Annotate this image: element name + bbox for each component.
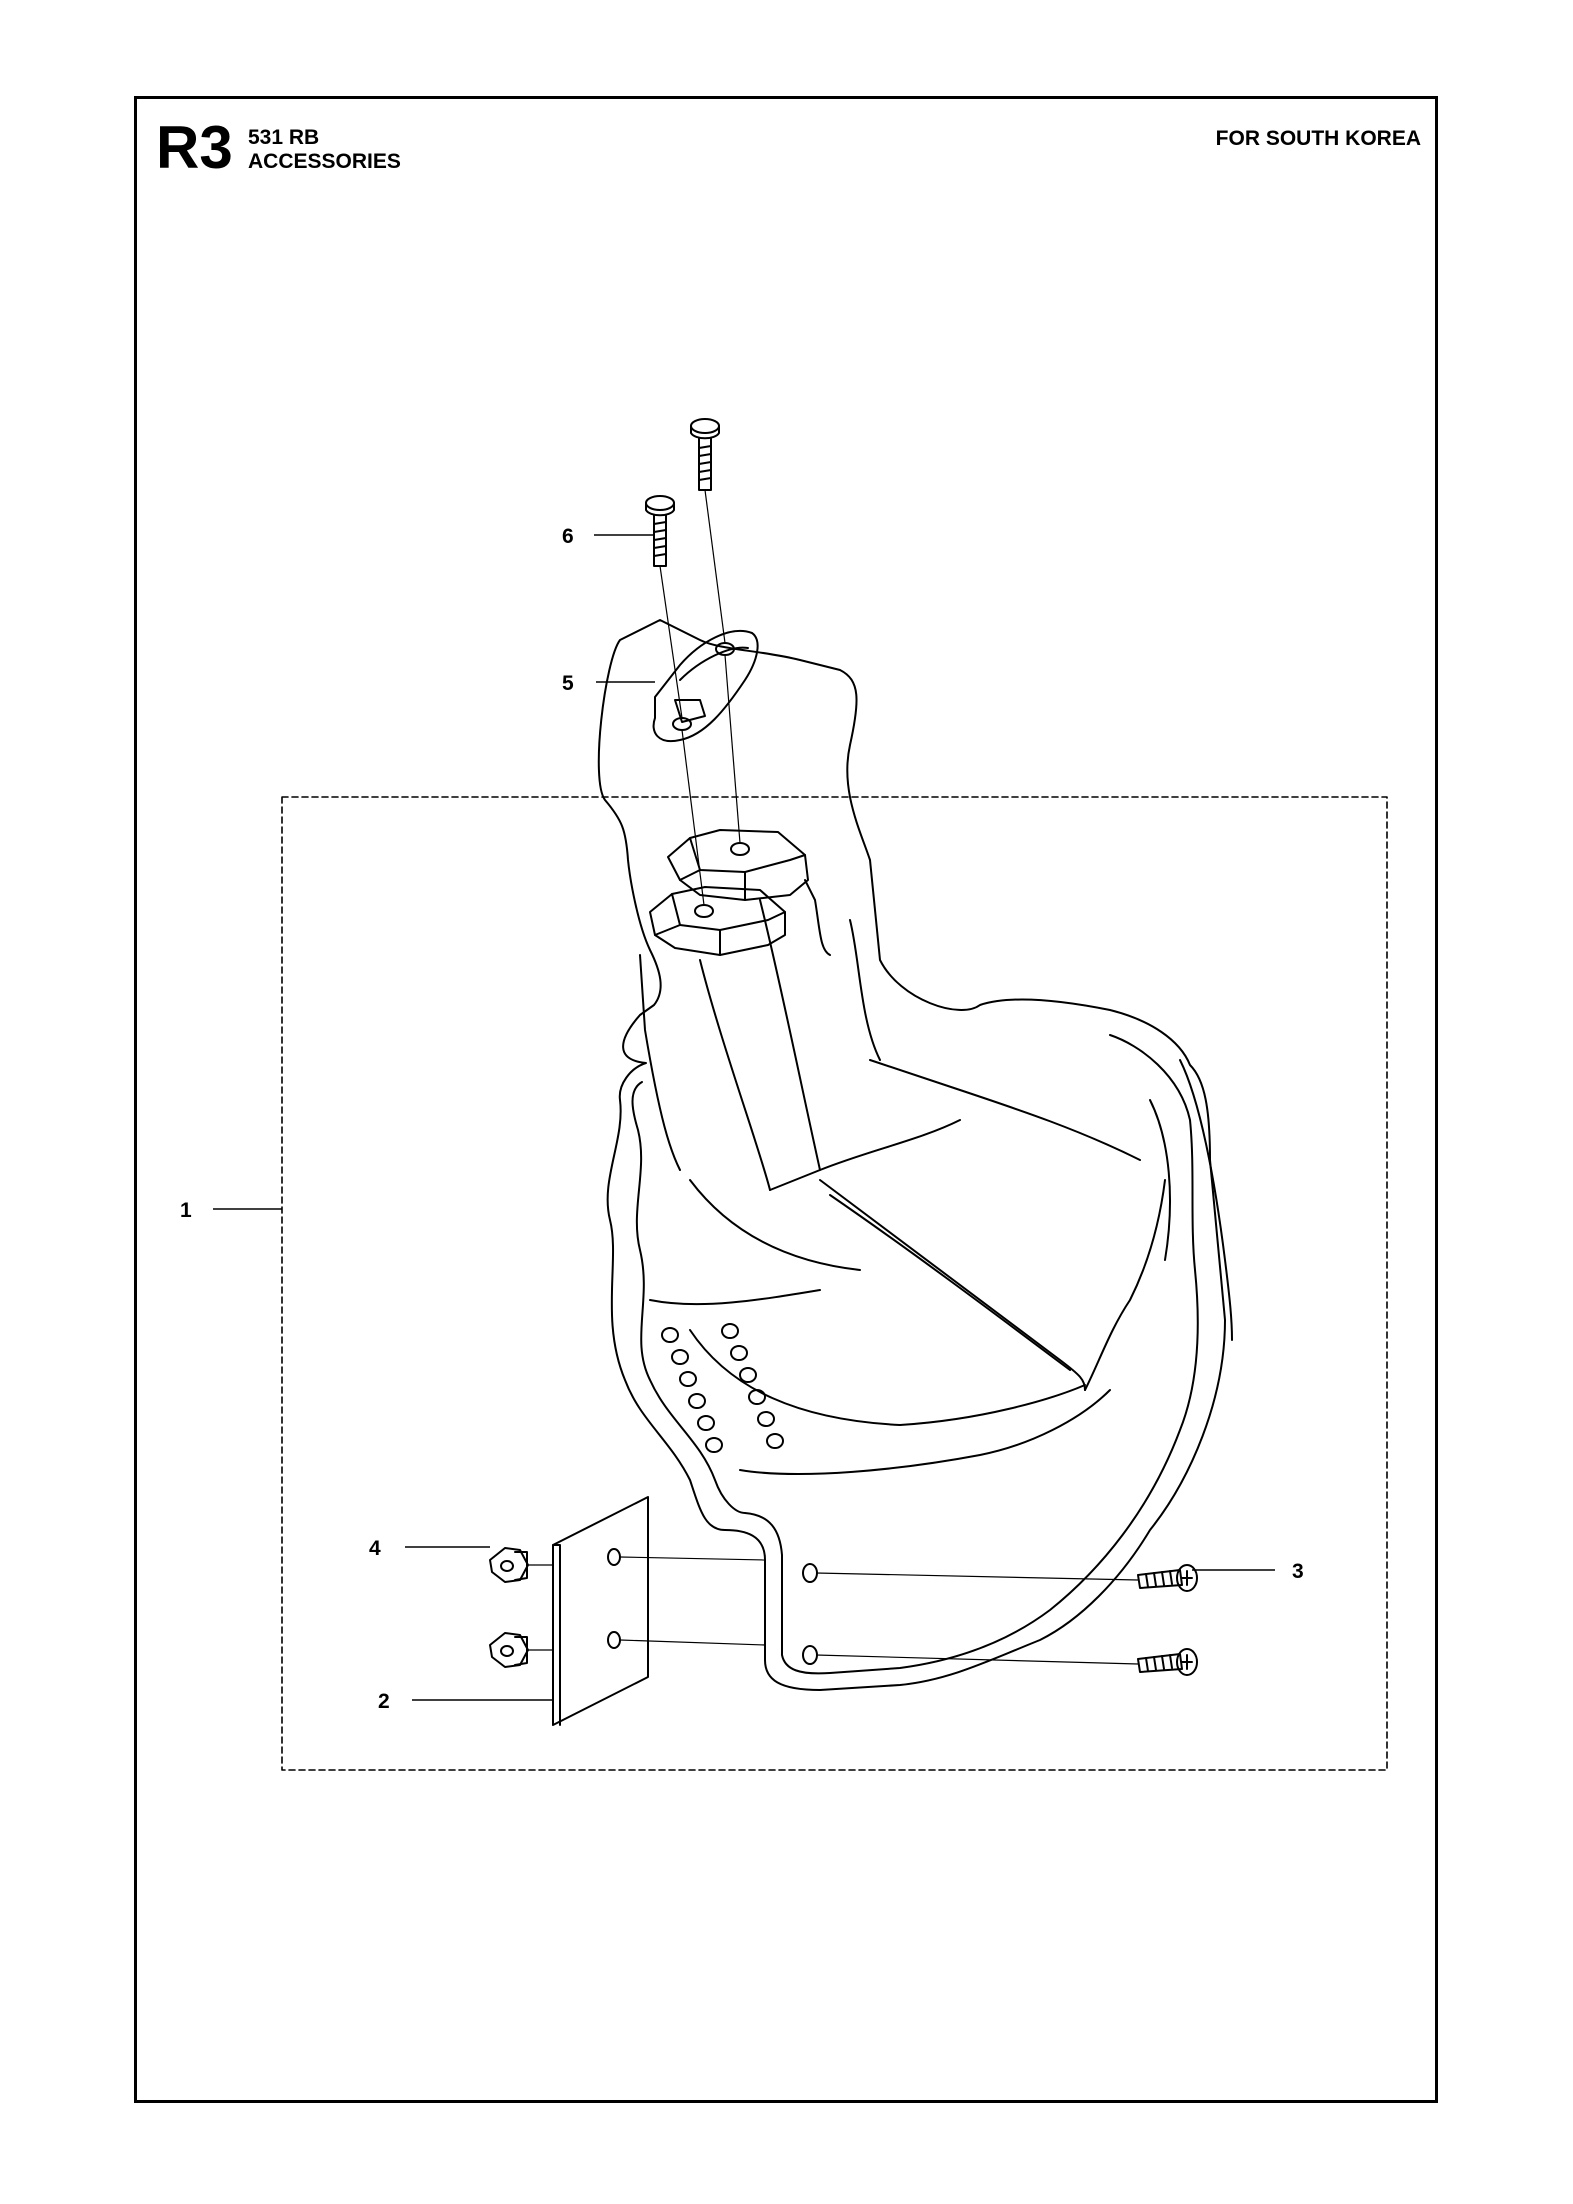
trimmer-guard [597,619,1233,1691]
nut-lower [489,1632,529,1668]
assembly-lines [528,489,1139,1665]
section-code: R3 [156,114,233,181]
leader-lines [213,534,1275,1701]
callout-1: 1 [180,1199,192,1222]
page-frame [134,96,1438,2103]
nut-upper [489,1547,529,1583]
callout-3: 3 [1292,1560,1304,1583]
model-name: 531 RB [248,126,320,149]
screw-lower-upper [1137,1564,1198,1592]
callout-5: 5 [562,672,574,695]
guard-clamp [652,630,759,743]
screw-upper-front [645,495,675,567]
callout-2: 2 [378,1690,390,1713]
section-title: ACCESSORIES [248,150,401,173]
screw-lower-lower [1137,1648,1198,1676]
callout-6: 6 [562,525,574,548]
mounting-plate [552,1496,649,1726]
screw-upper-rear [690,418,720,491]
region-label: FOR SOUTH KOREA [1215,127,1421,150]
callout-4: 4 [369,1537,381,1560]
kit-boundary [281,796,1388,1771]
